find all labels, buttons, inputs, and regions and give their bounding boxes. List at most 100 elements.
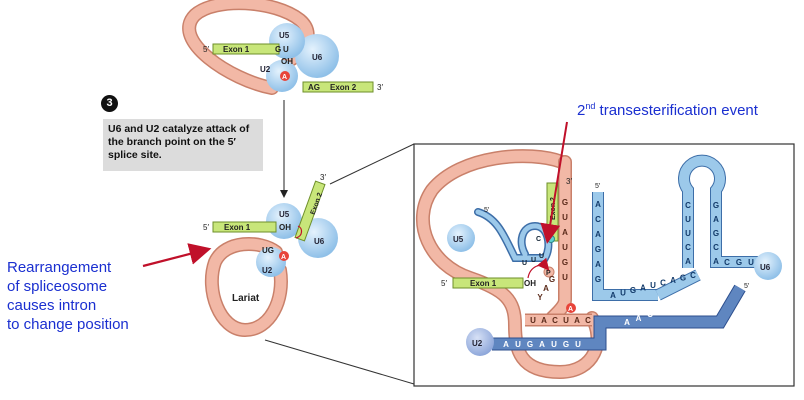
u6-stem-left-base: C <box>685 201 691 210</box>
u6-bottom-base: U <box>659 306 665 315</box>
reaction-arrow-small <box>295 225 303 239</box>
detail-u5-loop-2: U <box>531 257 536 264</box>
u2-bottom-base: G <box>563 340 569 349</box>
u6-stem-right-base: C <box>713 243 719 252</box>
zoom-line-top <box>329 143 415 185</box>
intron-vertical-base: G <box>562 198 568 207</box>
u6-stem-left-base: C <box>685 243 691 252</box>
middle-u5-label: U5 <box>279 210 290 219</box>
u2-top-base: U <box>530 316 536 325</box>
detail-diagram: Exon 2 3′ Exon 1 5′ OH U5 5′ U U U C U6 … <box>416 149 782 380</box>
u6-bottom-base: A <box>636 314 642 323</box>
step-caption: U6 and U2 catalyze attack of the branch … <box>103 119 263 171</box>
top-ag-label: AG <box>308 83 320 92</box>
detail-u5-loop-1: U <box>522 260 527 267</box>
u6-diag-base: G <box>630 286 636 295</box>
detail-branch-a-label: A <box>568 306 573 313</box>
rearrangement-line-2: of spliceosome <box>7 278 108 295</box>
branch-region-base: G <box>549 275 555 284</box>
detail-u6-particle <box>754 252 782 280</box>
detail-u6-5prime: 5′ <box>595 183 601 190</box>
rearrangement-line-1: Rearrangement <box>7 259 112 276</box>
u6-bottom-base: A <box>670 302 676 311</box>
transesterification-rest: transesterification event <box>595 102 758 119</box>
zoom-line-bottom <box>264 339 415 385</box>
top-exon1 <box>212 43 280 55</box>
detail-p-label: P <box>546 270 551 277</box>
detail-u5-loop-3: U <box>539 253 544 260</box>
rearrangement-line-3: causes intron <box>7 297 97 314</box>
u2-bottom-base: U <box>515 340 521 349</box>
u2-top-base: A <box>541 316 547 325</box>
middle-a-label: A <box>281 254 286 261</box>
u6-right-row-base: U <box>748 258 754 267</box>
u6-right-row-base: C <box>724 258 730 267</box>
detail-u2-5prime: 5′ <box>744 283 750 290</box>
u6-right-row-base: G <box>736 258 742 267</box>
top-g-label: G <box>275 45 281 54</box>
detail-u5-label: U5 <box>453 235 464 244</box>
middle-exon1-label: Exon 1 <box>224 223 251 232</box>
intron-vertical-base: G <box>562 258 568 267</box>
u6-stem-right-base: G <box>713 229 719 238</box>
u6-left-col-base: G <box>595 245 601 254</box>
middle-5prime: 5′ <box>203 223 209 232</box>
u6-bottom-base: G <box>693 294 699 303</box>
middle-branch-a <box>279 251 289 261</box>
top-u2-label: U2 <box>260 65 271 74</box>
detail-exon1-5prime: 5′ <box>441 279 447 288</box>
detail-exon1-label: Exon 1 <box>470 279 497 288</box>
detail-u5-loop-4: C <box>536 236 541 243</box>
middle-exon1 <box>212 221 277 233</box>
u6-bottom-base: G <box>681 298 687 307</box>
top-spliceosome: 5′ Exon 1 U5 U6 U2 G U OH A AG Exon 2 3′ <box>182 0 383 95</box>
u6-diag-base: U <box>650 281 656 290</box>
u6-stem-left-base: A <box>685 257 691 266</box>
detail-attack-arrow <box>527 257 550 279</box>
u6-stem-right-base: A <box>713 215 719 224</box>
u2-top-base: C <box>552 316 558 325</box>
top-branch-a <box>280 71 290 81</box>
transesterification-sup: nd <box>585 101 596 111</box>
middle-oh-label: OH <box>279 223 291 232</box>
transesterification-note: 2nd transesterification event <box>577 97 758 120</box>
top-exon1-label: Exon 1 <box>223 45 250 54</box>
middle-ug-label: UG <box>262 246 274 255</box>
u6-bottom-base: A <box>624 318 630 327</box>
u6-stem-left-base: U <box>685 229 691 238</box>
u6-left-col-base: A <box>595 200 601 209</box>
u6-left-col-base: A <box>595 260 601 269</box>
u2-top-base: C <box>585 316 591 325</box>
detail-u5-particle <box>447 224 475 252</box>
u6-left-col-base: G <box>595 275 601 284</box>
middle-u2-particle <box>256 247 286 277</box>
u6-bottom-base: U <box>705 290 711 299</box>
top-3prime: 3′ <box>377 83 383 92</box>
u6-stem-left-base: U <box>685 215 691 224</box>
detail-oh-label: OH <box>524 279 536 288</box>
top-u6-particle <box>295 34 339 78</box>
u6-diag-base: A <box>610 291 616 300</box>
middle-u6-label: U6 <box>314 237 325 246</box>
rearrangement-note: Rearrangement of spliceosome causes intr… <box>7 258 129 334</box>
top-a-label: A <box>282 74 287 81</box>
u2-bottom-base: U <box>551 340 557 349</box>
rearrangement-line-4: to change position <box>7 316 129 333</box>
u2-top-base: A <box>574 316 580 325</box>
u2-bottom-base: G <box>527 340 533 349</box>
u6-diag-base: A <box>640 284 646 293</box>
intron-vertical-base: U <box>562 213 568 222</box>
intron-vertical-base: A <box>562 228 568 237</box>
transesterification-prefix: 2 <box>577 102 586 119</box>
top-exon2-label: Exon 2 <box>330 83 357 92</box>
u6-bottom-base: C <box>647 310 653 319</box>
branch-region-base: A <box>543 284 549 293</box>
u6-stem-right-base: G <box>713 201 719 210</box>
lariat-label: Lariat <box>232 293 260 304</box>
u2-bottom-base: U <box>575 340 581 349</box>
middle-spliceosome: 5′ Exon 1 U5 U6 U2 OH UG A Exon 2 3′ Lar… <box>203 173 338 338</box>
u6-bottom-base: U <box>716 286 722 295</box>
detail-exon2-3prime: 3′ <box>566 177 572 186</box>
